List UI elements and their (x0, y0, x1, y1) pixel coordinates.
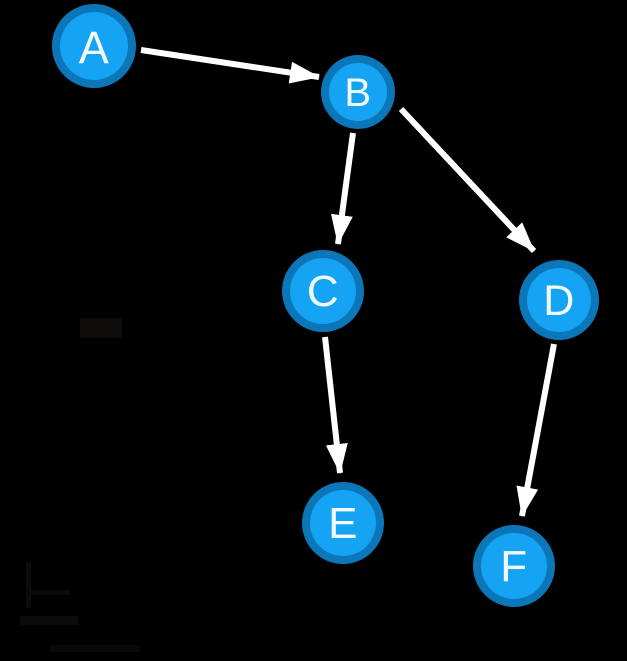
screen-artifact (28, 590, 70, 595)
node-D[interactable]: D (519, 260, 599, 340)
node-C-label: C (306, 267, 340, 316)
node-C-body: C (290, 258, 356, 324)
node-A-body: A (60, 12, 128, 80)
node-B[interactable]: B (321, 55, 395, 129)
node-F[interactable]: F (473, 525, 555, 607)
node-D-body: D (527, 268, 591, 332)
screen-artifact (80, 318, 122, 338)
node-B-body: B (329, 63, 387, 121)
screen-artifact (26, 562, 31, 608)
node-D-label: D (543, 276, 575, 325)
node-E[interactable]: E (302, 482, 384, 564)
edge-D-F-arrow (516, 343, 557, 517)
edge-A-B-arrow (140, 47, 320, 84)
edge-B-D-arrow (398, 106, 537, 254)
edge-C-E-arrow (322, 336, 348, 474)
node-A[interactable]: A (52, 4, 136, 88)
node-F-body: F (481, 533, 547, 599)
node-E-body: E (310, 490, 376, 556)
screen-artifact (20, 616, 78, 625)
edge-B-C-arrow (330, 132, 356, 245)
node-C[interactable]: C (282, 250, 364, 332)
node-F-label: F (500, 542, 528, 591)
screen-artifact (50, 645, 140, 652)
node-E-label: E (328, 499, 358, 548)
node-B-label: B (344, 71, 372, 115)
node-A-label: A (78, 21, 110, 73)
